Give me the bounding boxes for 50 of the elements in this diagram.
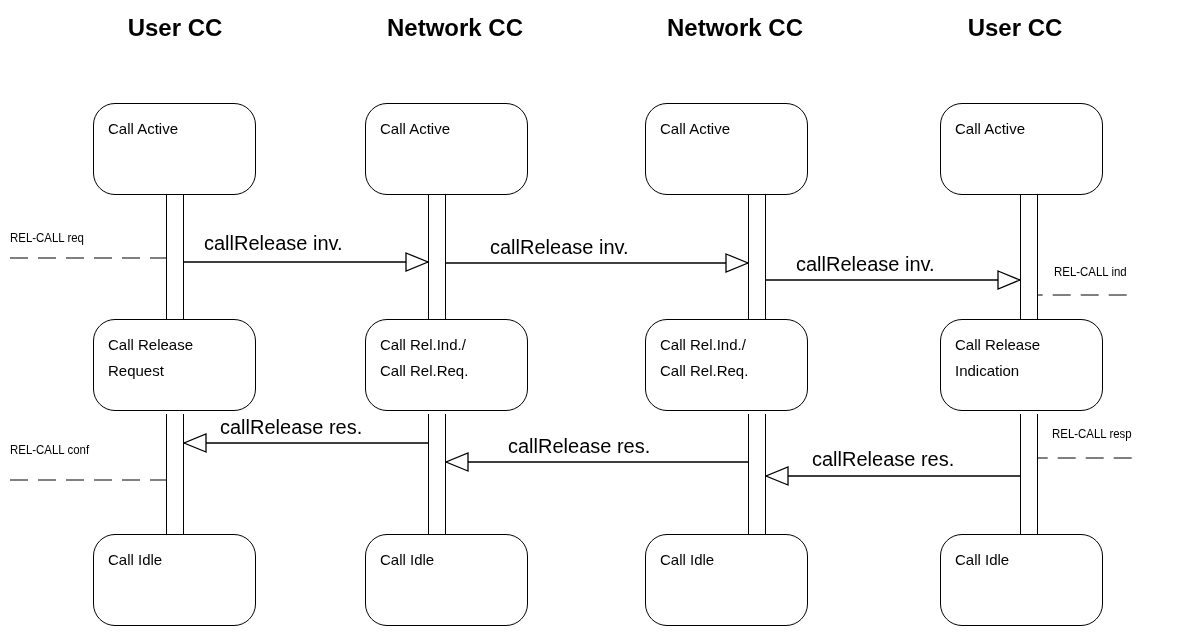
message-arrow [183, 433, 429, 453]
column-heading: Network CC [387, 14, 523, 42]
message-arrow [183, 252, 429, 272]
state-label: Call Rel.Ind./ Call Rel.Req. [380, 335, 470, 381]
lifeline-bar [1020, 414, 1038, 534]
leader-line [1037, 294, 1128, 296]
lifeline-bar [166, 414, 184, 534]
column-heading: User CC [127, 14, 223, 42]
state-box [93, 103, 256, 195]
state-box [645, 103, 808, 195]
state-label: Call Idle [955, 550, 1010, 570]
state-label: Call Release Indication [955, 335, 1042, 381]
state-box [940, 319, 1103, 411]
state-box [365, 319, 528, 411]
primitive-label: REL-CALL req [10, 230, 84, 246]
lifeline-bar [748, 414, 766, 534]
state-box [93, 534, 256, 626]
state-label: Call Idle [108, 550, 163, 570]
state-box [93, 319, 256, 411]
primitive-label: REL-CALL conf [10, 442, 90, 458]
leader-line [9, 479, 167, 481]
state-label: Call Active [955, 119, 1026, 139]
lifeline-bar [428, 414, 446, 534]
state-label: Call Rel.Ind./ Call Rel.Req. [660, 335, 750, 381]
state-label: Call Active [660, 119, 731, 139]
state-box [940, 103, 1103, 195]
state-label: Call Release Request [108, 335, 195, 381]
lifeline-bar [428, 195, 446, 319]
message-arrow [765, 466, 1021, 486]
message-arrow [765, 270, 1021, 290]
primitive-label: REL-CALL ind [1054, 264, 1127, 280]
lifeline-bar [748, 195, 766, 319]
state-box [940, 534, 1103, 626]
state-box [365, 103, 528, 195]
leader-line [9, 257, 167, 259]
lifeline-bar [166, 195, 184, 319]
state-label: Call Idle [380, 550, 435, 570]
leader-line [1037, 457, 1133, 459]
state-label: Call Active [108, 119, 179, 139]
state-box [645, 319, 808, 411]
column-heading: Network CC [667, 14, 803, 42]
primitive-label: REL-CALL resp [1052, 426, 1132, 442]
state-label: Call Active [380, 119, 451, 139]
state-box [645, 534, 808, 626]
message-arrow [445, 253, 749, 273]
column-heading: User CC [967, 14, 1063, 42]
state-box [365, 534, 528, 626]
message-arrow [445, 452, 749, 472]
state-label: Call Idle [660, 550, 715, 570]
lifeline-bar [1020, 195, 1038, 319]
